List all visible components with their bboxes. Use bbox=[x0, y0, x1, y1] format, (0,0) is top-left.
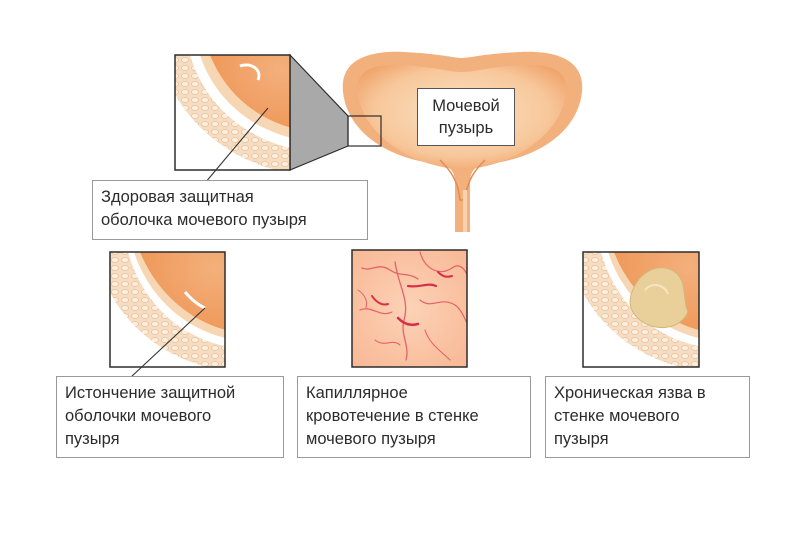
magnifier-projection bbox=[289, 53, 349, 171]
caption-healthy-line2: оболочка мочевого пузыря bbox=[101, 211, 307, 229]
bladder-label-line2: пузырь bbox=[438, 119, 494, 137]
caption-thinning-line2: оболочки мочевого bbox=[65, 407, 212, 425]
thinning-wall-detail bbox=[109, 251, 226, 368]
caption-thinning-line1: Истончение защитной bbox=[65, 384, 236, 402]
healthy-wall-detail bbox=[174, 54, 291, 171]
caption-capillary-line2: кровотечение в стенке bbox=[306, 407, 479, 425]
bladder-label-line1: Мочевой bbox=[432, 97, 500, 115]
caption-thinning: Истончение защитной оболочки мочевого пу… bbox=[56, 376, 284, 458]
caption-ulcer-line3: пузыря bbox=[554, 430, 609, 448]
caption-healthy: Здоровая защитная оболочка мочевого пузы… bbox=[92, 180, 368, 240]
bladder-label: Мочевой пузырь bbox=[417, 88, 515, 146]
caption-capillary: Капиллярное кровотечение в стенке мочево… bbox=[297, 376, 531, 458]
caption-capillary-line3: мочевого пузыря bbox=[306, 430, 436, 448]
caption-ulcer-line2: стенке мочевого bbox=[554, 407, 680, 425]
caption-healthy-line1: Здоровая защитная bbox=[101, 188, 254, 206]
zoom-region-marker bbox=[347, 115, 382, 147]
capillary-bleeding-detail bbox=[351, 249, 468, 368]
pointer-lines bbox=[130, 107, 269, 378]
ulcer-wall-detail bbox=[582, 251, 700, 368]
caption-ulcer: Хроническая язва в стенке мочевого пузыр… bbox=[545, 376, 750, 458]
caption-ulcer-line1: Хроническая язва в bbox=[554, 384, 706, 402]
caption-capillary-line1: Капиллярное bbox=[306, 384, 408, 402]
caption-thinning-line3: пузыря bbox=[65, 430, 120, 448]
